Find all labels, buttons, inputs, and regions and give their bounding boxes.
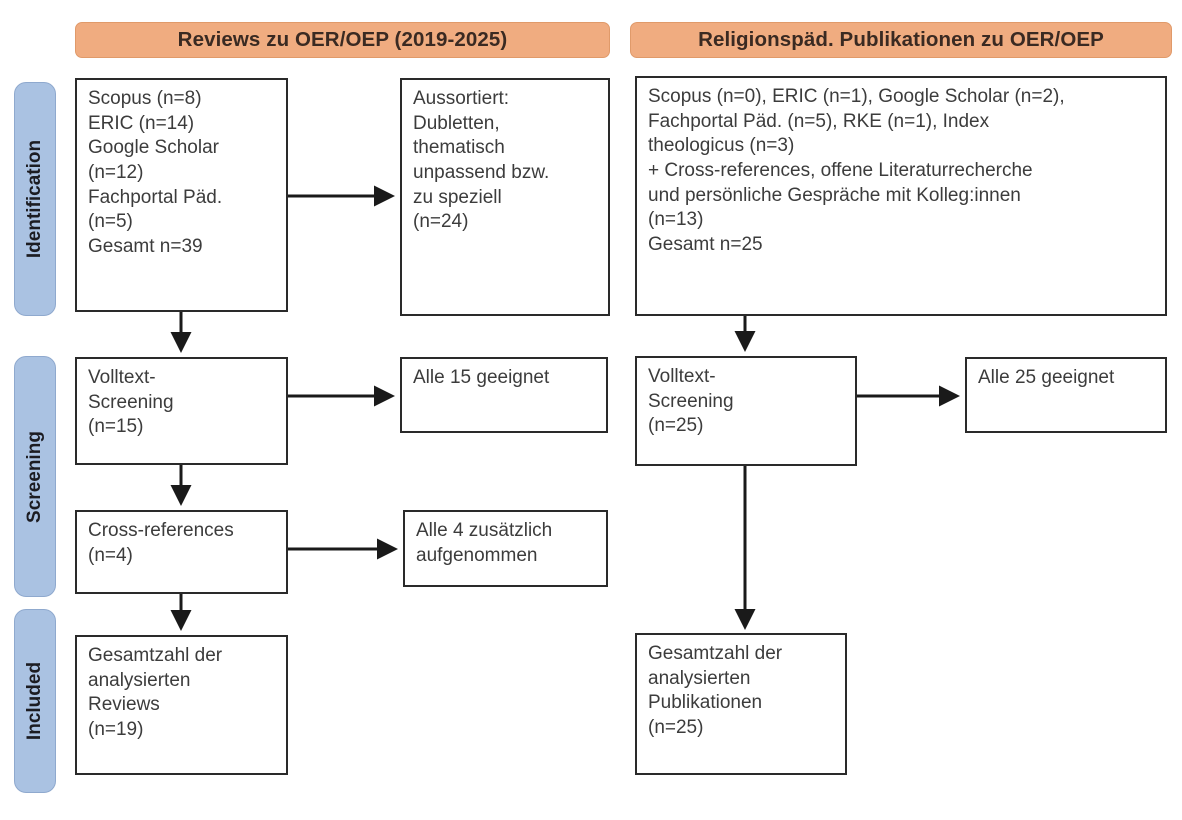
box-all-suitable-reviews: Alle 15 geeignet (400, 357, 608, 433)
box-included-reviews: Gesamtzahl der analysierten Reviews (n=1… (75, 635, 288, 775)
stage-label-screening-text: Screening (24, 430, 45, 523)
stage-label-included-text: Included (24, 661, 45, 741)
stage-label-identification-text: Identification (24, 139, 45, 259)
stage-label-included: Included (14, 609, 56, 793)
stage-label-screening: Screening (14, 356, 56, 597)
box-fulltext-screening-publications: Volltext- Screening (n=25) (635, 356, 857, 466)
box-cross-references-reviews: Cross-references (n=4) (75, 510, 288, 594)
box-sources-reviews: Scopus (n=8) ERIC (n=14) Google Scholar … (75, 78, 288, 312)
box-excluded-reviews: Aussortiert: Dubletten, thematisch unpas… (400, 78, 610, 316)
column-header-reviews: Reviews zu OER/OEP (2019-2025) (75, 22, 610, 58)
stage-label-identification: Identification (14, 82, 56, 316)
box-fulltext-screening-reviews: Volltext- Screening (n=15) (75, 357, 288, 465)
box-included-publications: Gesamtzahl der analysierten Publikatione… (635, 633, 847, 775)
box-sources-publications: Scopus (n=0), ERIC (n=1), Google Scholar… (635, 76, 1167, 316)
box-cross-references-added-reviews: Alle 4 zusätzlich aufgenommen (403, 510, 608, 587)
column-header-publications: Religionspäd. Publikationen zu OER/OEP (630, 22, 1172, 58)
box-all-suitable-publications: Alle 25 geeignet (965, 357, 1167, 433)
